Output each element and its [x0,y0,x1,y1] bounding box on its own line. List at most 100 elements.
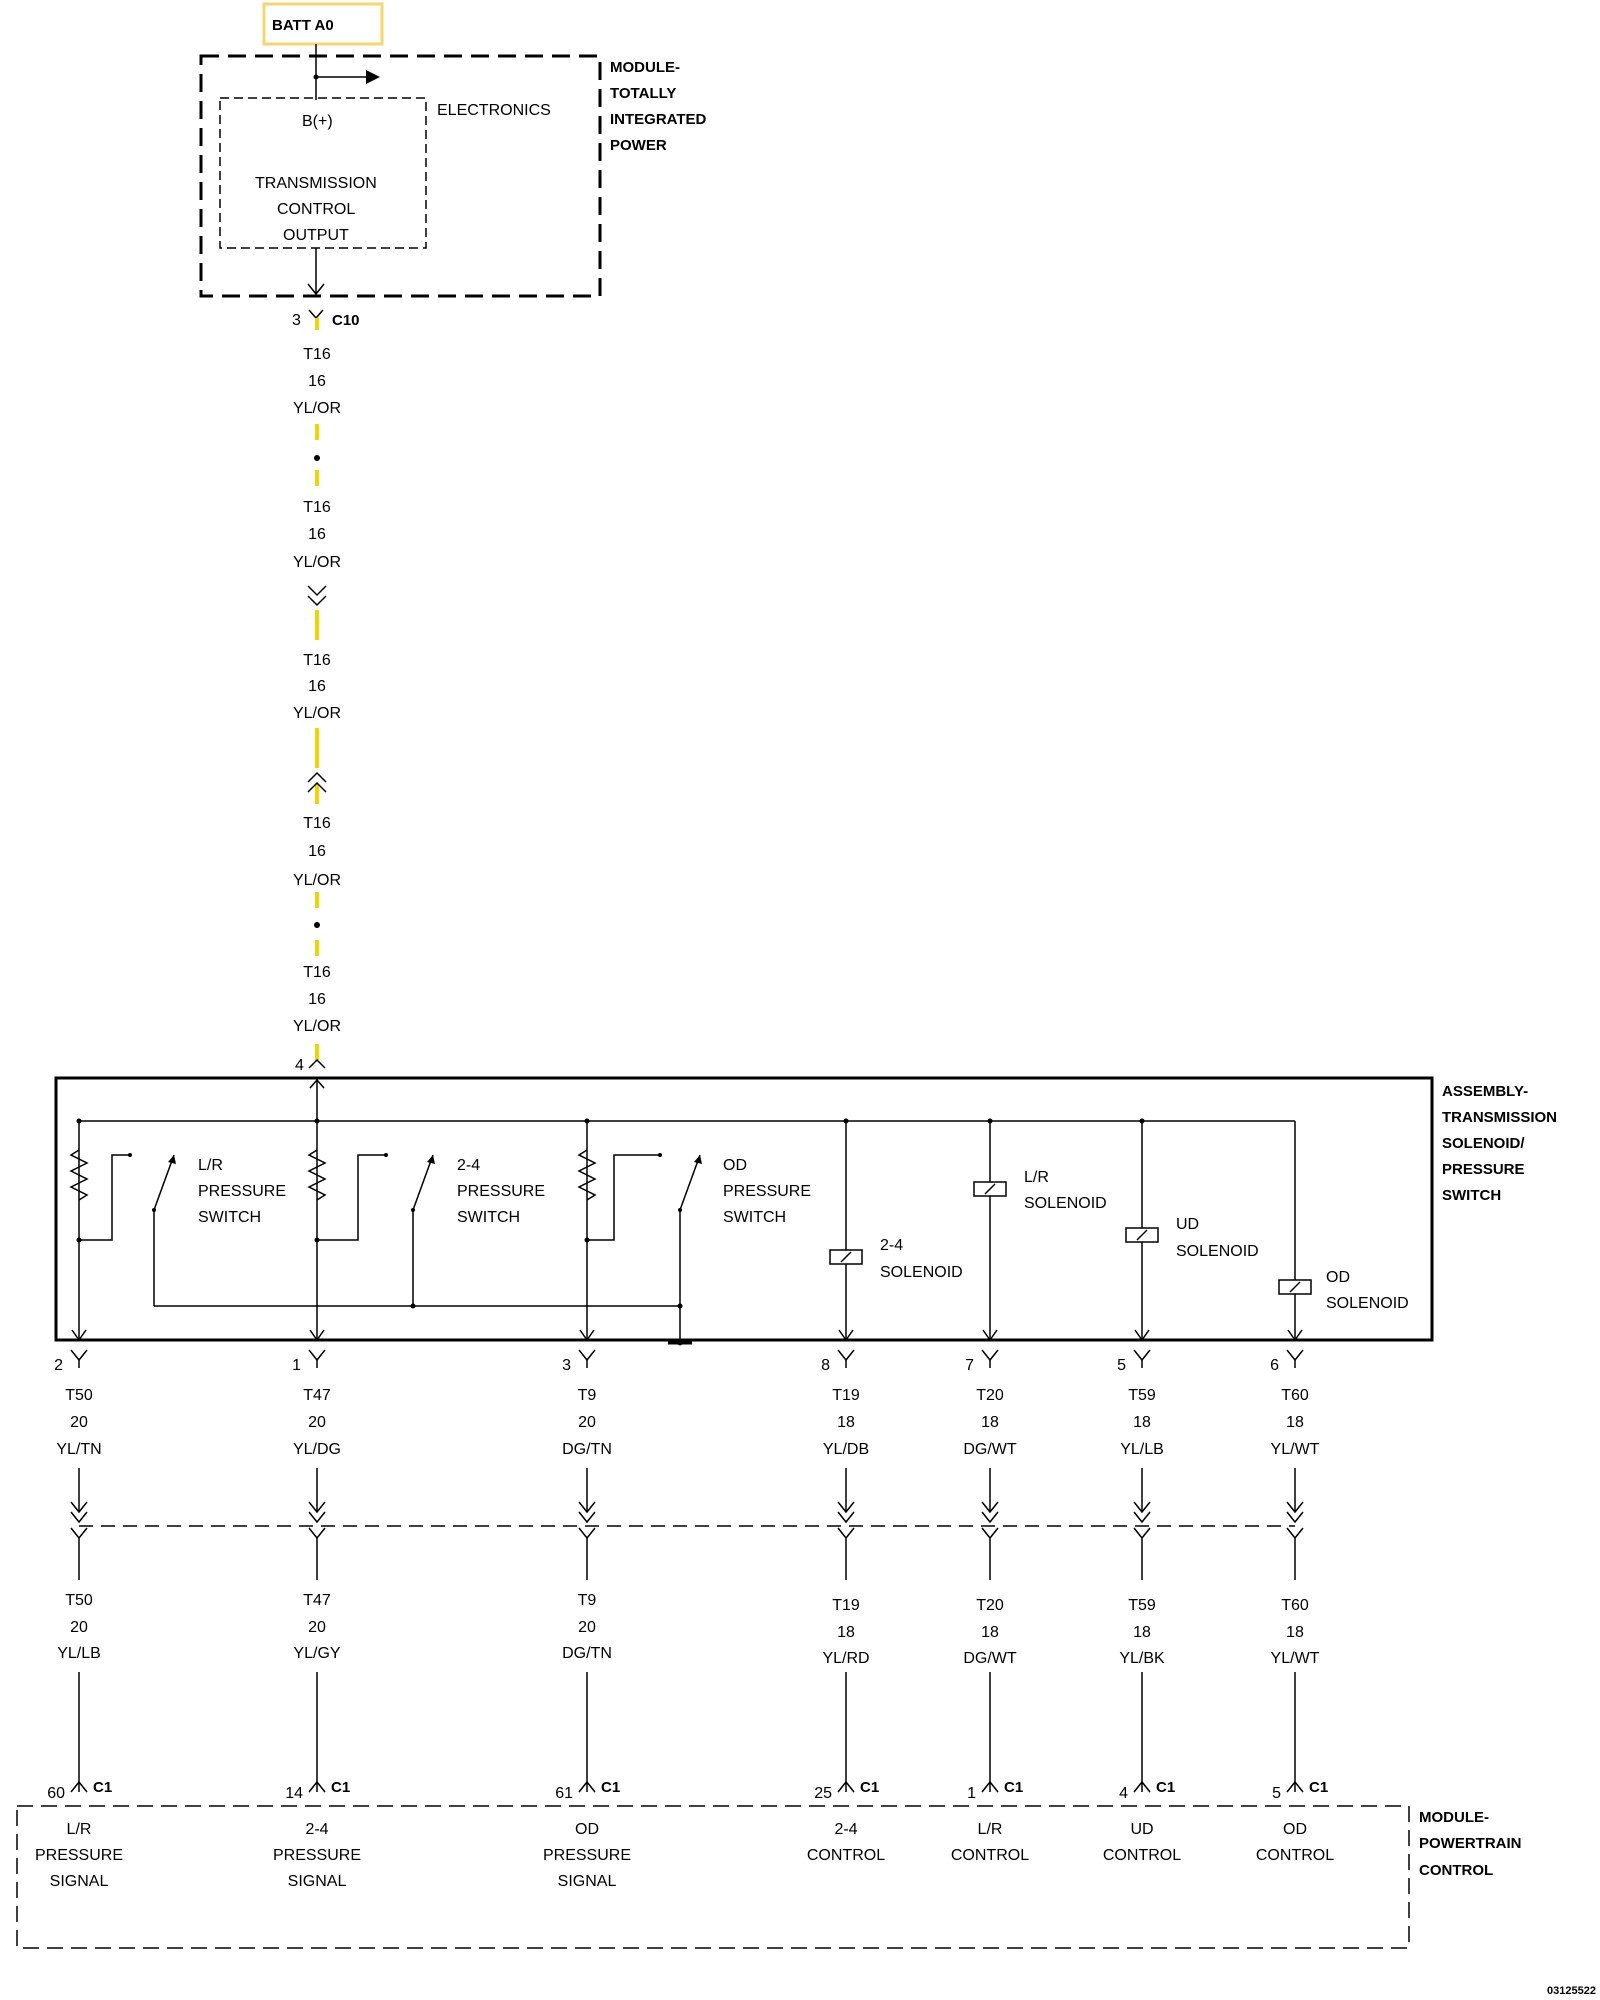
inline-connector-icon [837,1527,855,1540]
connector-male-icon [1133,1780,1151,1793]
pcm-signal-label: CONTROL [807,1847,885,1864]
pcm-signal-label: 2-4 [834,1821,857,1838]
pcm-signal-label: CONTROL [951,1847,1029,1864]
pcm-connector: C1 [860,1779,879,1796]
output-label-1: TRANSMISSION [255,175,377,192]
wire-color: YL/OR [293,400,341,417]
wire-gauge: 20 [70,1414,88,1431]
assembly-pin: 6 [1270,1357,1279,1374]
inline-connector-icon [307,585,327,597]
wire-circuit: T16 [303,346,331,363]
connector-male-icon [981,1780,999,1793]
pcm-signal-label: CONTROL [1256,1847,1334,1864]
pcm-pin: 60 [47,1785,65,1802]
wire-gauge: 18 [1286,1414,1304,1431]
pcm-signal-label: OD [1283,1821,1307,1838]
24-pressure-switch-label-2: PRESSURE [457,1183,545,1200]
connector-female-icon [70,1349,88,1362]
connector-male-icon [308,1780,326,1793]
lr-solenoid-label-2: SOLENOID [1024,1195,1107,1212]
wire-color: DG/WT [963,1441,1017,1458]
splice-dot [314,455,320,461]
switch-arrowheads [168,1155,702,1164]
assembly-pin: 3 [562,1357,571,1374]
pcm-title-1: MODULE- [1419,1809,1489,1826]
feed-segment: T16 16 YL/OR [293,964,341,1035]
pcm-signal-label: L/R [67,1821,92,1838]
wire-circuit: T20 [976,1387,1004,1404]
pcm-module [16,1805,1410,1949]
c10-connector: C10 [332,312,360,329]
feed-segment: T16 16 YL/OR [293,815,341,889]
wire-circuit: T50 [65,1387,93,1404]
od-pressure-switch-label-3: SWITCH [723,1209,786,1226]
wire-color: YL/WT [1271,1650,1320,1667]
assembly-pin: 1 [292,1357,301,1374]
pcm-signal-label: UD [1130,1821,1153,1838]
figure-id: 03125522 [1547,1985,1596,1997]
arrow-down-icon [307,283,325,296]
wire-circuit: T16 [303,499,331,516]
wire-color: DG/TN [562,1645,612,1662]
connector-female-icon [578,1349,596,1362]
pcm-pin: 14 [285,1785,303,1802]
pcm-pin: 1 [967,1785,976,1802]
inline-connector-icon [981,1527,999,1540]
connector-male-icon [578,1780,596,1793]
wire-color: YL/WT [1271,1441,1320,1458]
wire-circuit: T16 [303,815,331,832]
wire-circuit: T59 [1128,1597,1156,1614]
wire-color: YL/LB [1120,1441,1164,1458]
wire-circuit: T60 [1281,1597,1309,1614]
feed-segment: T16 16 YL/OR [293,346,341,417]
pcm-signal-label: SIGNAL [288,1873,347,1890]
inline-connector-icon [837,1511,855,1524]
inline-connector-icon [1133,1501,1151,1514]
c10-pin: 3 [292,312,301,329]
pcm-signal-label: PRESSURE [35,1847,123,1864]
wire-circuit: T9 [578,1592,597,1609]
wire-circuit: T19 [832,1387,860,1404]
wire-color: DG/WT [963,1650,1017,1667]
inline-connector-icon [1286,1527,1304,1540]
wire-gauge: 20 [308,1619,326,1636]
tipm-title-4: POWER [610,137,667,154]
assembly-title-1: ASSEMBLY- [1442,1083,1528,1100]
wire-gauge: 18 [837,1624,855,1641]
connector-male-icon [837,1780,855,1793]
24-solenoid-label-2: SOLENOID [880,1264,963,1281]
pcm-title-3: CONTROL [1419,1862,1493,1879]
pcm-title-2: POWERTRAIN [1419,1835,1522,1852]
pcm-signal-label: OD [575,1821,599,1838]
inline-connector-icon [308,1501,326,1514]
wire-circuit: T59 [1128,1387,1156,1404]
connector-female-icon [308,1349,326,1362]
pcm-pin: 5 [1272,1785,1281,1802]
wire-gauge: 18 [981,1624,999,1641]
24-pressure-switch-label-3: SWITCH [457,1209,520,1226]
pcm-signal-label: SIGNAL [50,1873,109,1890]
assembly-title-4: PRESSURE [1442,1161,1525,1178]
connector-male-icon [1286,1780,1304,1793]
assembly-title-5: SWITCH [1442,1187,1501,1204]
inline-connector-icon [308,1527,326,1540]
tipm-title-2: TOTALLY [610,85,676,102]
pcm-connector: C1 [1004,1779,1023,1796]
splice-dot [313,74,319,80]
ud-solenoid-label-2: SOLENOID [1176,1243,1259,1260]
splice-dot [314,922,320,928]
wire-color: YL/DB [823,1441,869,1458]
wire-circuit: T16 [303,964,331,981]
pcm-signal-label: SIGNAL [558,1873,617,1890]
solenoid-coil-slashes [840,1183,1301,1293]
inline-connector-icon [307,771,327,783]
wire-color: YL/OR [293,705,341,722]
assembly-internal-wiring [69,1078,1303,1345]
pcm-signal-label: 2-4 [305,1821,328,1838]
splice-dots [76,1118,1145,1346]
pcm-signal-label: CONTROL [1103,1847,1181,1864]
pcm-connector: C1 [1156,1779,1175,1796]
assembly-input-pin: 4 [295,1057,304,1074]
wire-color: YL/DG [293,1441,341,1458]
